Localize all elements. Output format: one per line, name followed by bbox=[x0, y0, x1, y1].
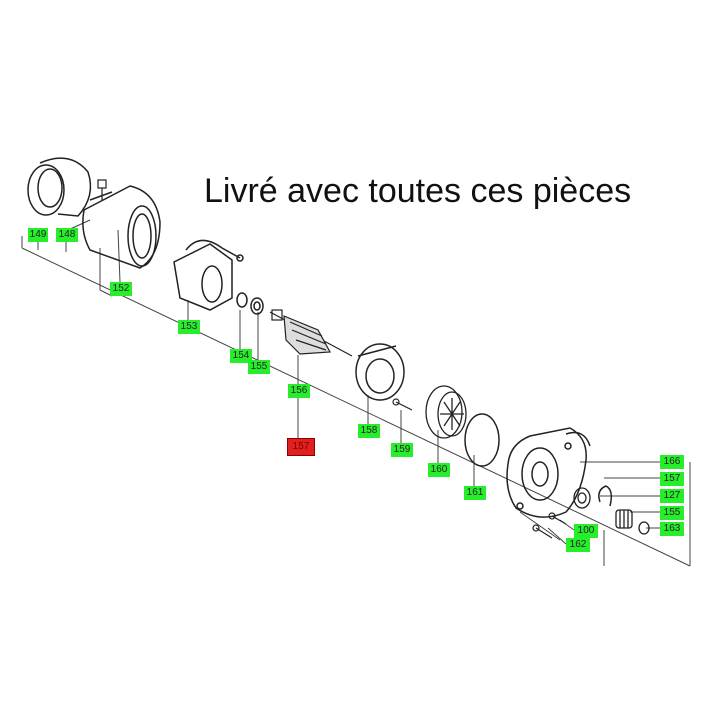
part-nut-163 bbox=[638, 521, 650, 535]
part-housing-152 bbox=[82, 185, 161, 269]
headline: Livré avec toutes ces pièces bbox=[204, 172, 632, 210]
callout-148: 148 bbox=[56, 228, 78, 242]
callout-149: 149 bbox=[28, 228, 48, 242]
callout-100: 100 bbox=[574, 524, 598, 538]
callout-156: 156 bbox=[288, 384, 310, 398]
callout-162: 162 bbox=[566, 538, 590, 552]
callout-155-top: 155 bbox=[248, 360, 270, 374]
callout-155-right: 155 bbox=[660, 506, 684, 520]
callout-153: 153 bbox=[178, 320, 200, 334]
callout-159: 159 bbox=[391, 443, 413, 457]
part-armature-156 bbox=[269, 309, 353, 357]
part-gear-housing-166 bbox=[506, 427, 591, 518]
callout-160: 160 bbox=[428, 463, 450, 477]
part-field-coil-153 bbox=[173, 239, 244, 311]
leader-lines bbox=[21, 219, 691, 567]
callout-152: 152 bbox=[110, 282, 132, 296]
callout-127: 127 bbox=[660, 489, 684, 503]
callout-166: 166 bbox=[660, 455, 684, 469]
part-screw-148 bbox=[97, 179, 107, 200]
callout-157-highlight: 157 bbox=[287, 438, 315, 456]
part-screw-100 bbox=[548, 512, 567, 525]
part-bearing-155 bbox=[250, 297, 264, 315]
part-ring-149 bbox=[27, 157, 92, 217]
part-fan-160 bbox=[425, 385, 467, 439]
callout-163: 163 bbox=[660, 522, 684, 536]
part-screw-159 bbox=[392, 398, 413, 411]
callout-161: 161 bbox=[464, 486, 486, 500]
part-screw-162 bbox=[532, 524, 553, 539]
callout-154: 154 bbox=[230, 349, 252, 363]
part-bearing-157 bbox=[573, 487, 591, 509]
part-gasket-161 bbox=[464, 413, 500, 467]
part-baffle-158 bbox=[355, 343, 405, 401]
callout-158: 158 bbox=[358, 424, 380, 438]
part-pinion-155 bbox=[615, 509, 633, 529]
part-circlip-127 bbox=[598, 485, 613, 507]
part-washer-154 bbox=[236, 292, 248, 308]
callout-157-right: 157 bbox=[660, 472, 684, 486]
